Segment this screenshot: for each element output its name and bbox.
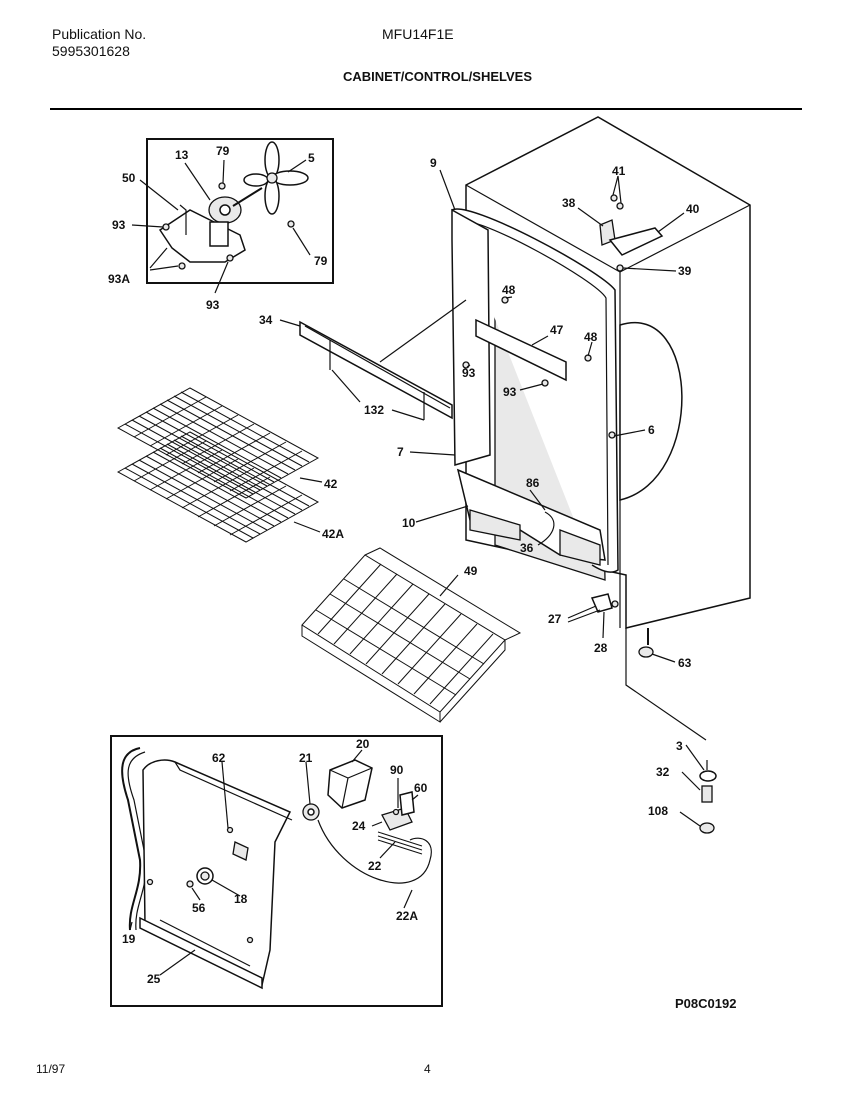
callout-5: 5 xyxy=(308,151,315,165)
door-basket: 49 xyxy=(301,547,522,723)
section-title: CABINET/CONTROL/SHELVES xyxy=(343,69,532,84)
callout-41: 41 xyxy=(612,164,626,178)
callout-48-right: 48 xyxy=(584,330,598,344)
callout-22A: 22A xyxy=(396,909,418,923)
callout-90: 90 xyxy=(390,763,404,777)
callout-93-cabinet-center: 93 xyxy=(503,385,517,399)
callout-108: 108 xyxy=(648,804,668,818)
callout-93-cabinet-left: 93 xyxy=(462,366,476,380)
callout-25: 25 xyxy=(147,972,161,986)
callout-27: 27 xyxy=(548,612,562,626)
callout-42A: 42A xyxy=(322,527,344,541)
shelf-bracket: 34 132 xyxy=(259,299,467,421)
callout-48-left: 48 xyxy=(502,283,516,297)
callout-50: 50 xyxy=(122,171,136,185)
callout-9: 9 xyxy=(430,156,437,170)
callout-18: 18 xyxy=(234,892,248,906)
callout-49: 49 xyxy=(464,564,478,578)
callout-39: 39 xyxy=(678,264,692,278)
callout-13: 13 xyxy=(175,148,189,162)
model-number: MFU14F1E xyxy=(382,26,454,42)
footer-date: 11/97 xyxy=(36,1062,66,1076)
callout-10: 10 xyxy=(402,516,416,530)
page-number: 4 xyxy=(424,1062,431,1076)
callout-62: 62 xyxy=(212,751,226,765)
callout-6: 6 xyxy=(648,423,655,437)
callout-86: 86 xyxy=(526,476,540,490)
callout-38: 38 xyxy=(562,196,576,210)
callout-34: 34 xyxy=(259,313,273,327)
cabinet: 9 41 38 40 39 48 47 48 93 93 6 7 86 10 3… xyxy=(397,116,751,834)
publication-label: Publication No. xyxy=(52,26,147,42)
callout-36: 36 xyxy=(520,541,534,555)
callout-93-inset-left: 93 xyxy=(112,218,126,232)
fan-motor-inset: 13 79 5 50 93 93A 93 79 xyxy=(108,138,334,312)
callout-21: 21 xyxy=(299,751,313,765)
callout-40: 40 xyxy=(686,202,700,216)
callout-42: 42 xyxy=(324,477,338,491)
callout-93A: 93A xyxy=(108,272,130,286)
callout-3: 3 xyxy=(676,739,683,753)
callout-32: 32 xyxy=(656,765,670,779)
callout-47: 47 xyxy=(550,323,564,337)
callout-93-inset-bottom: 93 xyxy=(206,298,220,312)
callout-79-top: 79 xyxy=(216,144,230,158)
callout-63: 63 xyxy=(678,656,692,670)
publication-number: 5995301628 xyxy=(52,43,130,59)
callout-20: 20 xyxy=(356,737,370,751)
callout-24: 24 xyxy=(352,819,366,833)
control-panel-inset: 62 21 20 90 60 24 22 22A 18 56 19 25 xyxy=(110,735,443,1007)
drawing-code: P08C0192 xyxy=(675,996,737,1011)
header-rule xyxy=(50,108,802,110)
callout-60: 60 xyxy=(414,781,428,795)
callout-56: 56 xyxy=(192,901,206,915)
callout-28: 28 xyxy=(594,641,608,655)
callout-7: 7 xyxy=(397,445,404,459)
wire-shelves: 42 42A xyxy=(116,387,344,543)
callout-132: 132 xyxy=(364,403,384,417)
callout-22: 22 xyxy=(368,859,382,873)
callout-19: 19 xyxy=(122,932,136,946)
callout-79-right: 79 xyxy=(314,254,328,268)
